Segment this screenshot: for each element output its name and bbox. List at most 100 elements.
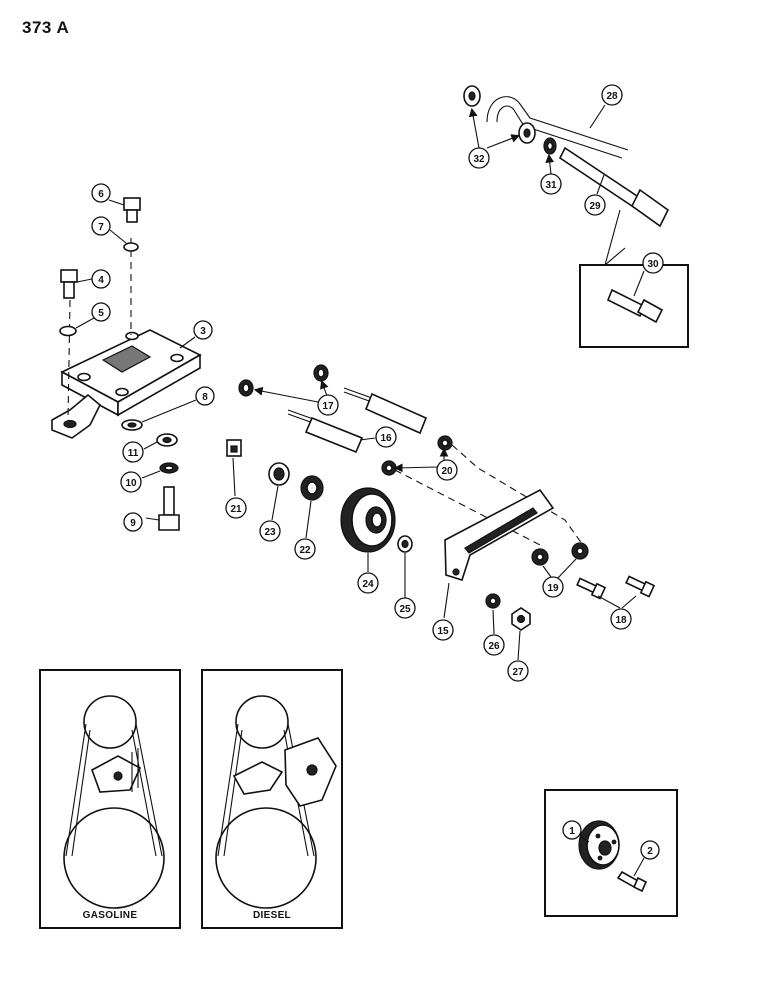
svg-text:31: 31 [545, 180, 557, 191]
lockwasher-7 [123, 242, 139, 252]
page-number: 373 A [22, 18, 70, 37]
callout-11: 11 [122, 441, 144, 463]
svg-text:26: 26 [488, 641, 500, 652]
lockwasher-5 [59, 325, 77, 337]
mounting-plate-3 [51, 329, 202, 439]
svg-text:3: 3 [200, 326, 206, 337]
callout-2: 2 [640, 840, 660, 860]
callout-32: 32 [468, 147, 490, 169]
nut-20a [437, 435, 453, 451]
svg-text:20: 20 [441, 466, 453, 477]
leader-lines [75, 104, 645, 877]
diesel-caption: DIESEL [253, 910, 291, 921]
bolt-30 [606, 288, 664, 324]
callout-9: 9 [123, 512, 143, 532]
washer-25 [397, 535, 413, 553]
callout-1: 1 [562, 820, 582, 840]
diesel-belt-drive [215, 695, 337, 909]
nut-27 [511, 607, 531, 631]
pulley-24 [340, 487, 396, 553]
svg-text:9: 9 [130, 518, 136, 529]
bolt-9 [158, 486, 180, 531]
star-washer-19b [571, 542, 589, 560]
svg-text:10: 10 [125, 478, 137, 489]
svg-text:19: 19 [547, 583, 559, 594]
callout-3: 3 [193, 320, 213, 340]
callout-18: 18 [610, 608, 632, 630]
svg-text:1: 1 [569, 826, 575, 837]
callout-29: 29 [584, 194, 606, 216]
bolt-18a [576, 577, 607, 600]
bearing-23 [268, 462, 290, 486]
svg-text:18: 18 [615, 615, 627, 626]
callout-15: 15 [432, 619, 454, 641]
callout-10: 10 [120, 471, 142, 493]
svg-text:11: 11 [128, 448, 139, 459]
callout-21: 21 [225, 497, 247, 519]
svg-text:15: 15 [437, 626, 449, 637]
stud-16b [287, 409, 364, 454]
callout-25: 25 [394, 597, 416, 619]
gasoline-caption: GASOLINE [82, 910, 138, 921]
washer-32 [463, 85, 481, 107]
pulley-1 [578, 820, 620, 870]
callout-20: 20 [436, 459, 458, 481]
bolt-6 [123, 197, 141, 223]
svg-text:23: 23 [264, 527, 276, 538]
stud-21 [226, 439, 242, 457]
rod-28 [486, 96, 629, 159]
callout-8: 8 [195, 386, 215, 406]
callout-24: 24 [357, 572, 379, 594]
callout-17: 17 [317, 394, 339, 416]
lockwasher-10 [159, 462, 179, 474]
callout-19: 19 [542, 576, 564, 598]
svg-text:28: 28 [606, 91, 618, 102]
callout-16: 16 [375, 426, 397, 448]
bolt-18b [625, 575, 656, 598]
callout-26: 26 [483, 634, 505, 656]
nut-20b [381, 460, 397, 476]
lockwasher-26 [485, 593, 501, 609]
nut-17b [313, 364, 329, 382]
svg-text:32: 32 [473, 154, 485, 165]
svg-text:6: 6 [98, 189, 104, 200]
svg-text:21: 21 [230, 504, 242, 515]
svg-text:22: 22 [299, 545, 311, 556]
callout-27: 27 [507, 660, 529, 682]
callout-4: 4 [91, 269, 111, 289]
callout-28: 28 [601, 84, 623, 106]
lockwasher-31 [543, 137, 557, 155]
callout-7: 7 [91, 216, 111, 236]
washer-11 [156, 433, 178, 447]
bolt-4 [60, 269, 78, 299]
callout-22: 22 [294, 538, 316, 560]
washer-31b [518, 122, 536, 144]
svg-text:2: 2 [647, 846, 653, 857]
bolt-2 [616, 870, 648, 893]
svg-text:29: 29 [589, 201, 601, 212]
callout-31: 31 [540, 173, 562, 195]
washer-8 [121, 419, 143, 431]
svg-text:8: 8 [202, 392, 208, 403]
stud-16a [343, 387, 428, 435]
adjusting-bracket-15 [444, 488, 555, 582]
callout-30: 30 [642, 252, 664, 274]
svg-text:24: 24 [362, 579, 374, 590]
bearing-22 [300, 475, 324, 501]
svg-text:7: 7 [98, 222, 104, 233]
svg-text:5: 5 [98, 308, 104, 319]
svg-text:17: 17 [322, 401, 334, 412]
callout-5: 5 [91, 302, 111, 322]
callout-6: 6 [91, 183, 111, 203]
svg-text:27: 27 [512, 667, 524, 678]
svg-text:4: 4 [98, 275, 104, 286]
bolt-29 [558, 146, 670, 228]
svg-text:30: 30 [647, 259, 659, 270]
svg-text:25: 25 [399, 604, 411, 615]
nut-17a [238, 379, 254, 397]
callout-23: 23 [259, 520, 281, 542]
star-washer-19a [531, 548, 549, 566]
svg-text:16: 16 [380, 433, 392, 444]
gasoline-belt-drive [63, 695, 165, 909]
